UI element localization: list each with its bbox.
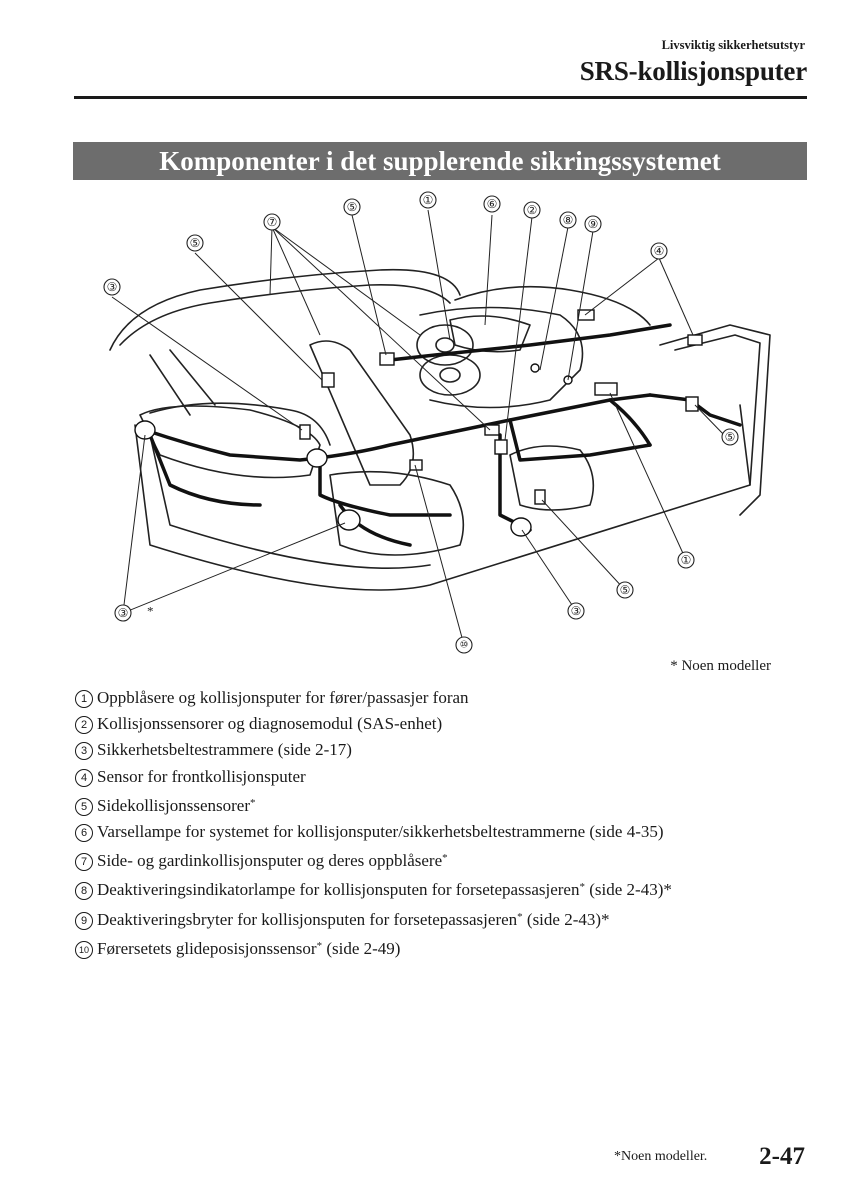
svg-text:①: ① [681, 553, 692, 567]
legend-text: Side- og gardinkollisjonsputer og deres … [97, 851, 443, 871]
legend-text: Deaktiveringsindikatorlampe for kollisjo… [97, 880, 580, 900]
svg-text:⑦: ⑦ [267, 215, 278, 229]
callout-5-right: ⑤ [721, 428, 739, 446]
svg-text:④: ④ [654, 244, 665, 258]
callout-10: ⑩ [455, 636, 473, 654]
callouts: ③ ⑤ ⑦ ⑤ ① ⑥ ② ⑧ ⑨ ④ ⑤ ① ⑤ ③ ③ * ⑩ [103, 191, 739, 654]
legend-text: Varsellampe for systemet for kollisjonsp… [97, 822, 664, 842]
svg-text:②: ② [527, 203, 538, 217]
legend-text: Oppblåsere og kollisjonsputer for fører/… [97, 688, 469, 707]
svg-text:⑤: ⑤ [347, 200, 358, 214]
legend-star: * [316, 939, 323, 952]
components [134, 309, 703, 537]
wiring-harness [143, 323, 742, 547]
svg-text:⑨: ⑨ [588, 217, 599, 231]
callout-1-bottom: ① [677, 551, 695, 569]
car-outline [109, 268, 771, 591]
legend-number: 8 [75, 882, 93, 901]
section-header: Livsviktig sikkerhetsutstyr [661, 38, 805, 52]
callout-5-bottom: ⑤ [616, 581, 634, 599]
svg-text:⑤: ⑤ [190, 236, 201, 250]
legend-number: 9 [75, 911, 93, 930]
legend-number: 4 [75, 768, 93, 787]
svg-text:③: ③ [107, 280, 118, 294]
legend-number: 5 [75, 797, 93, 816]
legend-suffix: (side 2-43)* [584, 880, 672, 900]
callout-5-center: ⑤ [343, 198, 361, 216]
srs-components-diagram: ③ ⑤ ⑦ ⑤ ① ⑥ ② ⑧ ⑨ ④ ⑤ ① ⑤ ③ ③ * ⑩ [103, 191, 771, 654]
svg-text:⑥: ⑥ [487, 197, 498, 211]
svg-text:⑧: ⑧ [563, 213, 574, 227]
callout-2: ② [523, 201, 541, 219]
callout-7: ⑦ [263, 213, 281, 231]
legend-number: 1 [75, 690, 93, 708]
legend-text: Kollisjonssensorer og diagnosemodul (SAS… [97, 714, 443, 734]
legend-star: * [579, 881, 585, 894]
svg-text:③: ③ [571, 604, 582, 618]
footer-note: *Noen modeller. [614, 1149, 708, 1164]
diagram-footnote: * Noen modeller [670, 658, 771, 674]
legend-star: * [517, 910, 523, 923]
callout-3-left: ③ [114, 604, 132, 622]
legend-text: Sensor for frontkollisjonsputer [97, 766, 306, 786]
legend-number: 6 [75, 824, 93, 843]
svg-text:⑩: ⑩ [460, 640, 469, 651]
leader-lines [111, 209, 727, 646]
callout-9: ⑨ [584, 215, 602, 233]
legend-number: 2 [75, 716, 93, 735]
legend-text: Førersetets glideposisjonssensor [97, 938, 317, 958]
callout-4: ④ [650, 242, 668, 260]
callout-6: ⑥ [483, 195, 501, 213]
svg-text:①: ① [423, 193, 434, 207]
header-rule [74, 96, 807, 99]
callout-asterisk: * [147, 604, 154, 619]
legend-star: * [442, 852, 448, 865]
section-banner: Komponenter i det supplerende sikringssy… [73, 142, 807, 180]
callout-5-rear: ⑤ [186, 234, 204, 252]
callout-1-top: ① [419, 191, 437, 209]
legend-text: Deaktiveringsbryter for kollisjonsputen … [97, 909, 518, 929]
page-title: SRS-kollisjonsputer [579, 56, 807, 86]
legend-text: Sidekollisjonssensorer [97, 795, 250, 815]
legend-suffix: (side 2-49) [322, 938, 401, 958]
legend-suffix: (side 2-43)* [522, 909, 610, 929]
svg-text:③: ③ [118, 606, 129, 620]
legend-number: 7 [75, 853, 93, 872]
legend-number: 3 [75, 742, 93, 761]
legend-text: Sikkerhetsbeltestrammere (side 2-17) [97, 740, 352, 760]
legend-number: 10 [75, 940, 93, 959]
svg-text:⑤: ⑤ [725, 430, 736, 444]
callout-8: ⑧ [559, 211, 577, 229]
page-number: 2-47 [759, 1143, 805, 1170]
legend-star: * [250, 796, 256, 809]
svg-text:⑤: ⑤ [620, 583, 631, 597]
callout-3-bottom: ③ [567, 602, 585, 620]
callout-3-rear: ③ [103, 278, 121, 296]
